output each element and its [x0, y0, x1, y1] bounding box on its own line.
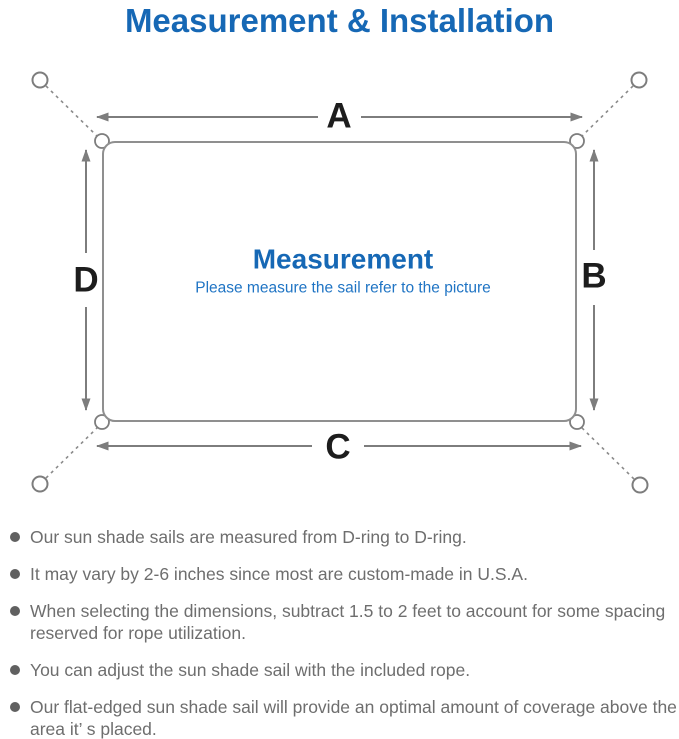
- bullet-dot-icon: [10, 532, 20, 542]
- list-item: It may vary by 2-6 inches since most are…: [10, 563, 677, 585]
- center-heading: Measurement: [253, 244, 434, 275]
- note-text: It may vary by 2-6 inches since most are…: [30, 564, 528, 584]
- dimension-label-b: B: [581, 257, 606, 296]
- note-text: Our sun shade sails are measured from D-…: [30, 527, 467, 547]
- anchor-ring-icon-top-right: [630, 71, 648, 89]
- rope-dashed-line-bottom-right: [579, 425, 635, 480]
- note-text: Our flat-edged sun shade sail will provi…: [30, 697, 677, 739]
- list-item: When selecting the dimensions, subtract …: [10, 600, 677, 644]
- bullet-dot-icon: [10, 665, 20, 675]
- rope-dashed-line-top-right: [578, 85, 634, 140]
- center-subheading: Please measure the sail refer to the pic…: [195, 280, 491, 297]
- bullet-dot-icon: [10, 702, 20, 712]
- d-ring-icon-bottom-right: [569, 414, 585, 430]
- rope-dashed-line-top-left: [45, 85, 101, 140]
- notes-list: Our sun shade sails are measured from D-…: [10, 526, 677, 739]
- rope-dashed-line-bottom-left: [45, 424, 101, 479]
- d-ring-icon-bottom-left: [94, 414, 110, 430]
- list-item: Our sun shade sails are measured from D-…: [10, 526, 677, 548]
- anchor-ring-icon-bottom-right: [631, 476, 649, 494]
- anchor-ring-icon-top-left: [31, 71, 49, 89]
- d-ring-icon-top-right: [569, 133, 585, 149]
- dimension-label-d: D: [73, 261, 98, 300]
- sail-rectangle: [102, 141, 577, 422]
- dimension-label-a: A: [326, 97, 351, 136]
- list-item: You can adjust the sun shade sail with t…: [10, 659, 677, 681]
- note-text: When selecting the dimensions, subtract …: [30, 601, 666, 643]
- bullet-dot-icon: [10, 569, 20, 579]
- sail-measurement-diagram: A C D B Measurement Please measure the s…: [31, 71, 649, 494]
- bullet-dot-icon: [10, 606, 20, 616]
- dimension-label-c: C: [325, 428, 350, 467]
- page-title: Measurement & Installation: [124, 2, 555, 39]
- note-text: You can adjust the sun shade sail with t…: [30, 660, 471, 680]
- anchor-ring-icon-bottom-left: [31, 475, 49, 493]
- d-ring-icon-top-left: [94, 133, 110, 149]
- list-item: Our flat-edged sun shade sail will provi…: [10, 696, 677, 739]
